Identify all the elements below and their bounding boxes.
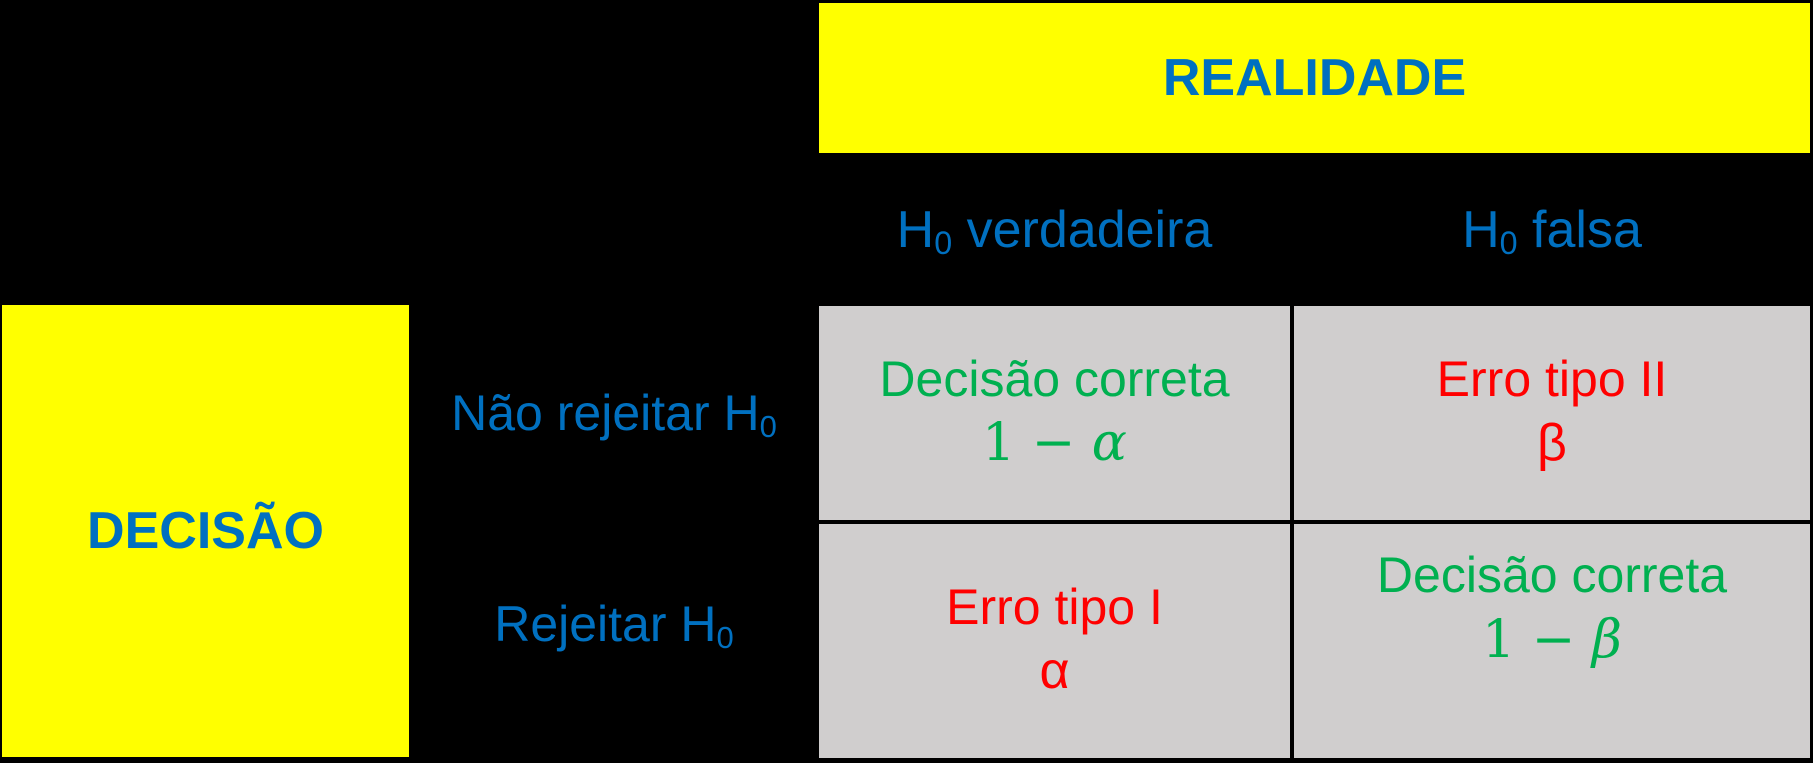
reality-header-box: REALIDADE [819,3,1810,153]
outcome-grid: Decisão correta 1 − α Erro tipo II β Err… [819,306,1810,758]
row-text-sub: 0 [759,408,777,444]
cell-formula: 1 − α [982,410,1127,478]
column-header-h0-false: H0 falsa [1294,153,1810,306]
cell-symbol: α [1039,642,1070,701]
column-header-h0-false-text: H0 falsa [1462,200,1642,260]
formula-prefix: 1 − [982,413,1092,474]
row-text-base: Rejeitar H [494,596,717,652]
cell-formula: 1 − β [1482,607,1622,675]
row-label-reject-h0-text: Rejeitar H0 [494,595,734,653]
cell-type2-error-beta: Erro tipo II β [1294,306,1810,520]
cell-correct-decision-1-minus-beta: Decisão correta 1 − β [1294,524,1810,758]
formula-variable: β [1591,609,1622,670]
cell-text: Decisão correta [879,350,1230,407]
header-text-rest: verdadeira [952,200,1213,259]
decision-header-box: DECISÃO [2,305,409,757]
cell-correct-decision-1-minus-alpha: Decisão correta 1 − α [819,306,1290,520]
cell-text: Erro tipo I [946,578,1163,635]
header-text-sub: 0 [1499,224,1518,261]
row-label-not-reject-h0-text: Não rejeitar H0 [451,384,777,442]
row-label-reject-h0: Rejeitar H0 [409,520,819,758]
header-text-base: H [1462,200,1500,259]
column-header-h0-true-text: H0 verdadeira [897,200,1213,260]
row-label-not-reject-h0: Não rejeitar H0 [409,306,819,520]
cell-type1-error-alpha: Erro tipo I α [819,524,1290,758]
column-header-h0-true: H0 verdadeira [819,153,1290,306]
row-text-base: Não rejeitar H [451,385,760,441]
header-text-sub: 0 [934,224,953,261]
formula-prefix: 1 − [1482,609,1592,670]
cell-symbol: β [1537,414,1567,473]
row-text-sub: 0 [716,619,734,655]
header-text-base: H [896,200,935,259]
cell-text: Decisão correta [1376,547,1728,603]
formula-variable: α [1091,413,1127,474]
decision-title: DECISÃO [87,502,324,560]
header-text-rest: falsa [1517,200,1642,259]
cell-text: Erro tipo II [1436,350,1668,407]
reality-title: REALIDADE [1162,49,1467,107]
